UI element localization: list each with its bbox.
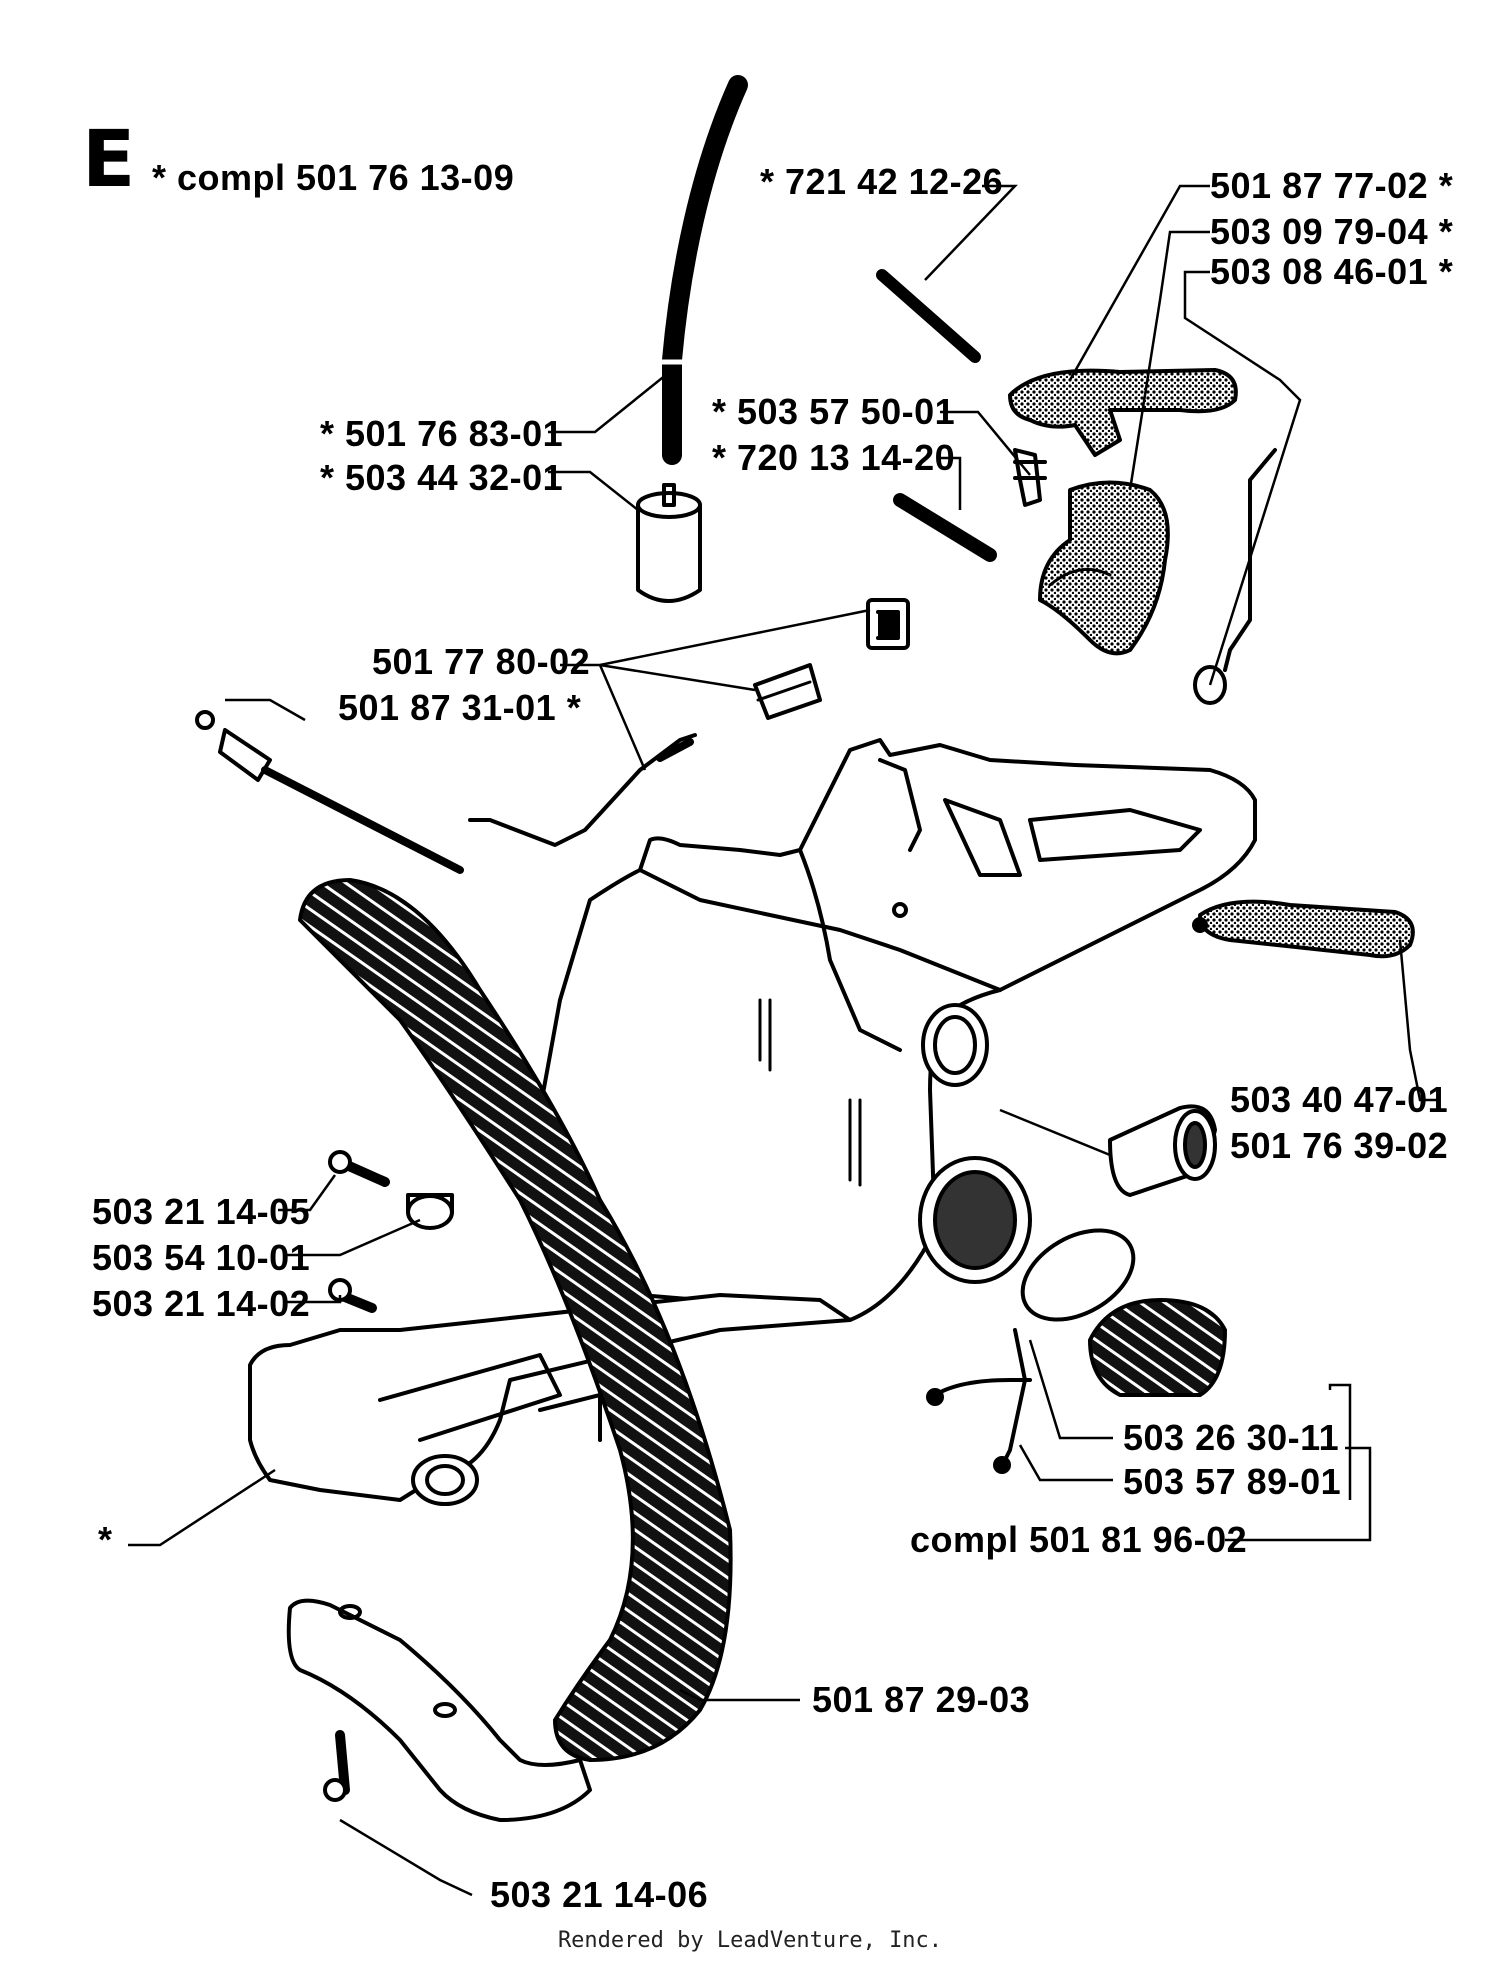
leader-line: [1225, 1446, 1372, 1542]
part-label-503263011: 503 26 30-11: [1123, 1417, 1340, 1458]
rear-handle-part: [1192, 899, 1415, 959]
leader-line: [278, 1174, 337, 1212]
leader-line: [1128, 230, 1210, 491]
leader-line: [1028, 1339, 1113, 1440]
choke-rod-part: [468, 733, 697, 847]
cap-part: [1108, 1104, 1217, 1197]
leader-line: [548, 470, 639, 511]
leader-line: [598, 664, 647, 771]
leader-line: [924, 184, 1018, 281]
part-label-503575001: * 503 57 50-01: [712, 391, 956, 432]
o-ring-part: [1020, 1228, 1136, 1322]
throttle-lockout-part: [1008, 368, 1238, 457]
trigger-pin-part: [876, 269, 997, 562]
part-label-503541001: 503 54 10-01: [92, 1237, 311, 1278]
leader-line: [339, 1818, 473, 1897]
section-letter: E: [82, 115, 136, 205]
throttle-rod-part: [1193, 448, 1277, 705]
leader-line: [1398, 939, 1440, 1102]
leader-line: [560, 608, 871, 667]
stop-cable-part: [195, 710, 464, 874]
tank-housing-part: [538, 738, 1257, 1322]
front-handle-part: [298, 878, 733, 1762]
choke-slide-part: [753, 663, 822, 720]
part-label-503211406: 503 21 14-06: [490, 1874, 709, 1915]
part-label-501768301: * 501 76 83-01: [320, 413, 564, 454]
leader-line: [128, 1468, 276, 1547]
leader-line: [1183, 270, 1302, 686]
leader-line: [1068, 184, 1210, 381]
part-label-503084601: 503 08 46-01 *: [1210, 251, 1454, 292]
part-label-503211402: 503 21 14-02: [92, 1283, 311, 1324]
leader-line: [548, 369, 673, 434]
part-label-501877702: 501 87 77-02 *: [1210, 165, 1454, 206]
tank-cap-part: [1088, 1298, 1227, 1397]
leader-line: [225, 698, 306, 722]
part-label-721421226: * 721 42 12-26: [760, 161, 1004, 202]
part-label-503578901: 503 57 89-01: [1123, 1461, 1342, 1502]
fuel-hose-part: [659, 75, 748, 465]
part-label-503443201: * 503 44 32-01: [320, 457, 564, 498]
leader-line: [285, 1295, 342, 1304]
leader-line: [599, 663, 756, 692]
retainer-part: [926, 1328, 1032, 1474]
fuel-filter-part: [636, 483, 702, 603]
part-label-501872903: 501 87 29-03: [812, 1679, 1031, 1720]
leader-line: [999, 1108, 1111, 1157]
leader-line: [940, 410, 1031, 476]
choke-clip-part: [866, 598, 910, 650]
part-label-501819602: compl 501 81 96-02: [910, 1519, 1248, 1560]
screw-part: [328, 1150, 390, 1187]
leader-line: [940, 456, 962, 510]
part-label-501763902: 501 76 39-02: [1230, 1125, 1449, 1166]
part-label-503097904: 503 09 79-04 *: [1210, 211, 1454, 252]
footer-credit: Rendered by LeadVenture, Inc.: [557, 1928, 943, 1953]
leader-line: [1018, 1444, 1113, 1482]
assembly-label: * compl 501 76 13-09: [152, 157, 515, 198]
handle-bracket-part: [286, 1598, 592, 1822]
part-label-star: *: [98, 1519, 113, 1560]
leader-line: [1328, 1383, 1352, 1500]
screw-part-3: [323, 1730, 350, 1802]
screw-part-2: [328, 1278, 377, 1313]
leader-line: [285, 1218, 421, 1257]
part-label-720131420: * 720 13 14-20: [712, 437, 956, 478]
part-label-503404701: 503 40 47-01: [1230, 1079, 1449, 1120]
base-plate-part: [248, 1293, 852, 1506]
throttle-trigger-part: [1038, 480, 1170, 656]
part-label-503211405: 503 21 14-05: [92, 1191, 311, 1232]
leader-line: [679, 1688, 800, 1702]
trigger-spring-part: [1013, 448, 1047, 507]
part-label-501778002: 501 77 80-02: [372, 641, 591, 682]
part-label-501873101: 501 87 31-01 *: [338, 687, 582, 728]
